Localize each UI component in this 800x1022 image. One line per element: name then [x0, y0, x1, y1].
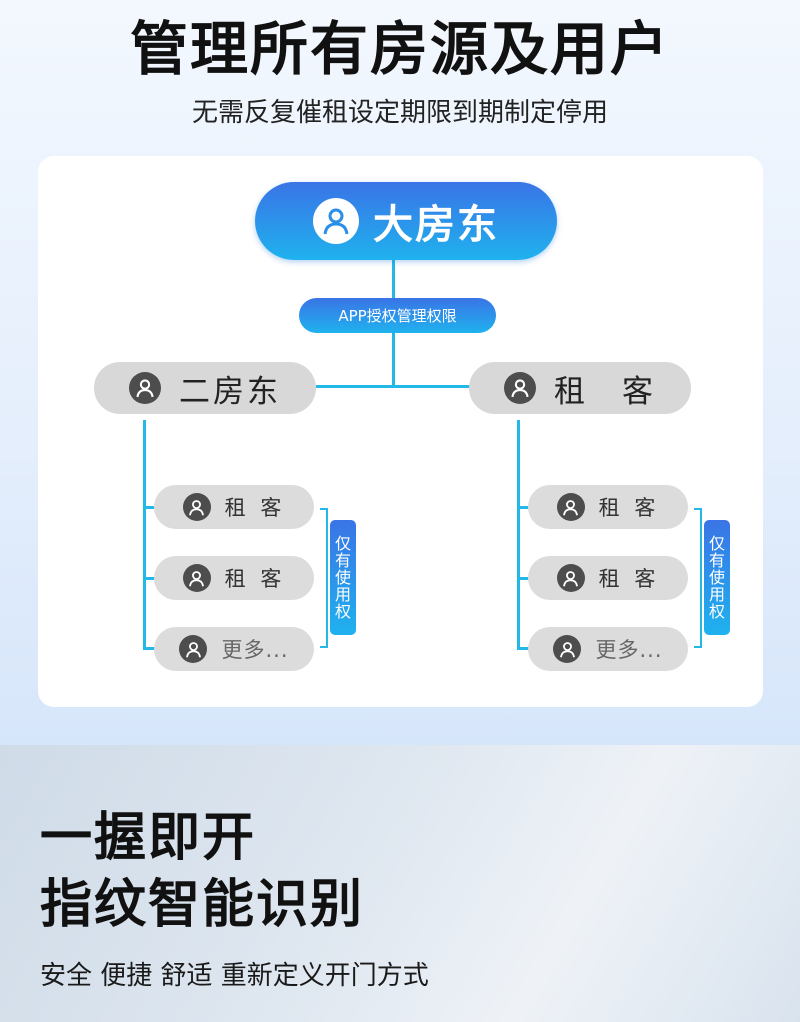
connector-left-branch-2 [143, 577, 155, 580]
feature-tagline: 安全 便捷 舒适 重新定义开门方式 [40, 961, 429, 991]
right-child-1: 租 客 [528, 485, 688, 529]
right-usage-tag: 仅有使用权 [704, 520, 730, 635]
root-node-landlord: 大房东 [255, 182, 557, 260]
connector-right-branch-2 [517, 577, 529, 580]
node-label: 二房东 [179, 373, 281, 410]
feature-headline-2: 指纹智能识别 [40, 875, 365, 935]
user-icon [182, 564, 211, 592]
node-sublandlord: 二房东 [94, 362, 316, 414]
child-label: 更多... [221, 638, 289, 662]
child-label: 租 客 [598, 496, 660, 520]
left-usage-tag: 仅有使用权 [330, 520, 356, 635]
authorization-label: APP授权管理权限 [299, 298, 496, 333]
node-label: 租 客 [554, 373, 656, 410]
connector-left-vertical [143, 420, 146, 649]
user-icon [179, 635, 208, 663]
left-child-more: 更多... [154, 627, 314, 671]
user-icon [504, 372, 536, 404]
connector-right-branch-1 [517, 506, 529, 509]
connector-left-branch-3 [143, 647, 155, 650]
user-icon [556, 493, 585, 521]
user-icon [556, 564, 585, 592]
page-title: 管理所有房源及用户 [129, 15, 670, 83]
page-subtitle: 无需反复催租设定期限到期制定停用 [191, 98, 608, 128]
left-bracket [320, 508, 328, 648]
user-icon [553, 635, 582, 663]
left-child-2: 租 客 [154, 556, 314, 600]
user-icon [129, 372, 161, 404]
child-label: 租 客 [224, 567, 286, 591]
connector-right-vertical [517, 420, 520, 649]
child-label: 租 客 [598, 567, 660, 591]
connector-right-branch-3 [517, 647, 529, 650]
child-label: 更多... [595, 638, 663, 662]
user-icon [182, 493, 211, 521]
feature-headline-1: 一握即开 [40, 808, 257, 868]
right-bracket [694, 508, 702, 648]
left-child-1: 租 客 [154, 485, 314, 529]
user-icon [313, 198, 359, 244]
connector-horizontal [316, 385, 470, 388]
right-child-2: 租 客 [528, 556, 688, 600]
node-tenant: 租 客 [469, 362, 691, 414]
connector-left-branch-1 [143, 506, 155, 509]
right-child-more: 更多... [528, 627, 688, 671]
feature-section [0, 745, 800, 1022]
child-label: 租 客 [224, 496, 286, 520]
root-node-label: 大房东 [373, 202, 499, 248]
